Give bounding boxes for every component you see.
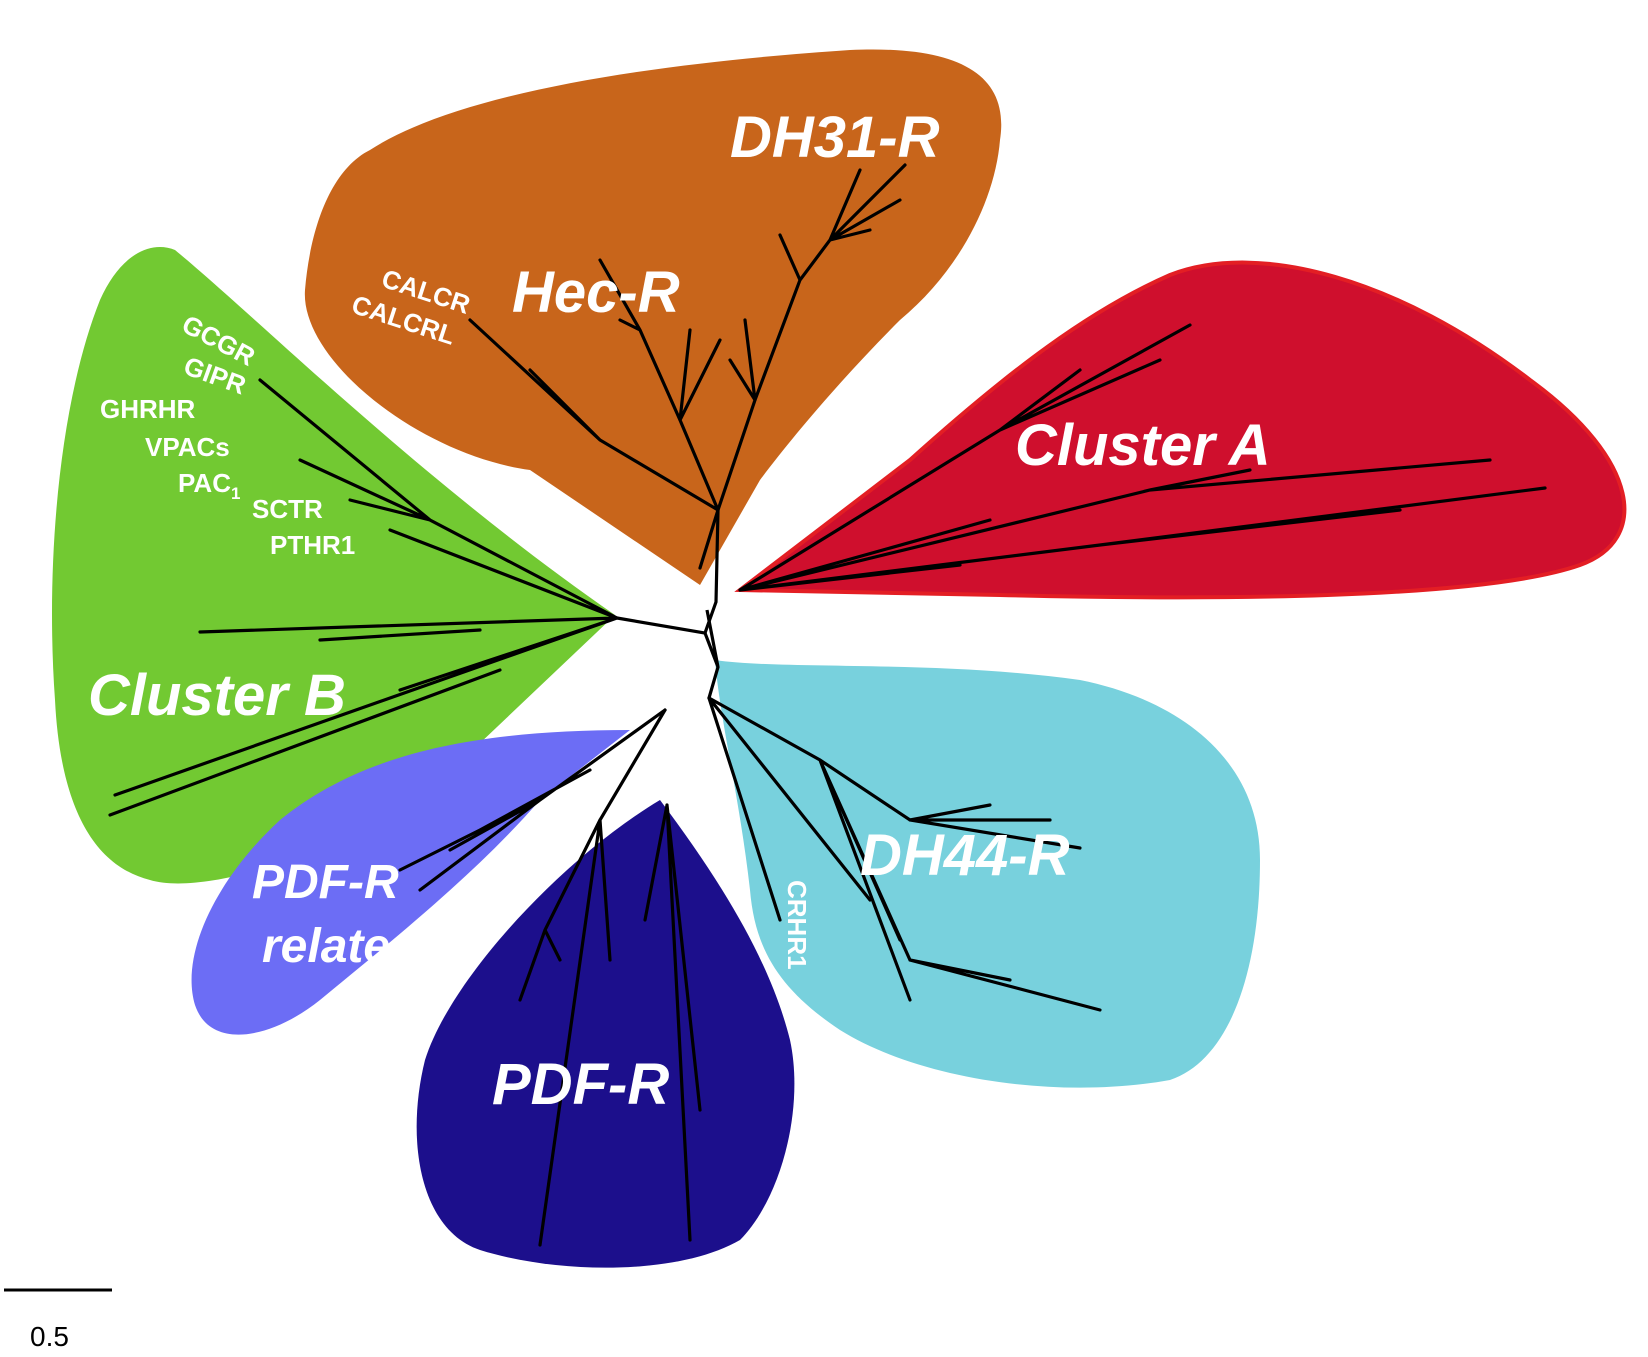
scale-bar-label: 0.5 bbox=[30, 1321, 69, 1352]
clade-label-cluster-b: Cluster B bbox=[88, 663, 346, 728]
branch-cluster-b bbox=[108, 378, 619, 817]
branch-hec-dh31 bbox=[468, 163, 907, 570]
leaf-label-vpacs: VPACs bbox=[145, 432, 230, 462]
clade-label-hec: Hec-R bbox=[512, 260, 680, 325]
clade-region-cluster-b bbox=[52, 247, 615, 884]
leaf-label-pac1: PAC1 bbox=[178, 468, 240, 503]
clade-label-pdfr-related-line1: PDF-R bbox=[252, 856, 399, 909]
clade-region-cluster-a bbox=[734, 260, 1627, 600]
clade-region-dh31-hec bbox=[304, 49, 1002, 585]
branch-pdfr bbox=[518, 708, 702, 1247]
leaf-label-crhr1: CRHR1 bbox=[782, 880, 812, 970]
scale-bar: 0.5 bbox=[4, 1288, 112, 1352]
branch-backbone bbox=[615, 609, 720, 700]
branch-center-up bbox=[703, 508, 720, 635]
branch-dh44 bbox=[707, 696, 1102, 1012]
branch-cluster-a bbox=[738, 323, 1547, 592]
clade-label-dh44: DH44-R bbox=[860, 823, 1070, 888]
clade-region-pdfr bbox=[416, 800, 795, 1268]
clade-label-cluster-a: Cluster A bbox=[1015, 413, 1271, 478]
leaf-label-sctr: SCTR bbox=[252, 494, 323, 524]
clade-label-pdfr: PDF-R bbox=[492, 1052, 669, 1117]
clade-label-dh31: DH31-R bbox=[730, 105, 940, 170]
leaf-label-ghrhr: GHRHR bbox=[100, 394, 196, 424]
branch-pdfr-related bbox=[398, 708, 667, 892]
clade-label-pdfr-related-line2: related bbox=[262, 920, 421, 973]
leaf-label-pac1-subscript: 1 bbox=[231, 484, 240, 503]
tree-branches bbox=[108, 163, 1547, 1247]
clade-region-dh44 bbox=[715, 660, 1260, 1088]
leaf-label-pthr1: PTHR1 bbox=[270, 530, 355, 560]
leaf-label-pac1-main: PAC bbox=[178, 468, 231, 498]
